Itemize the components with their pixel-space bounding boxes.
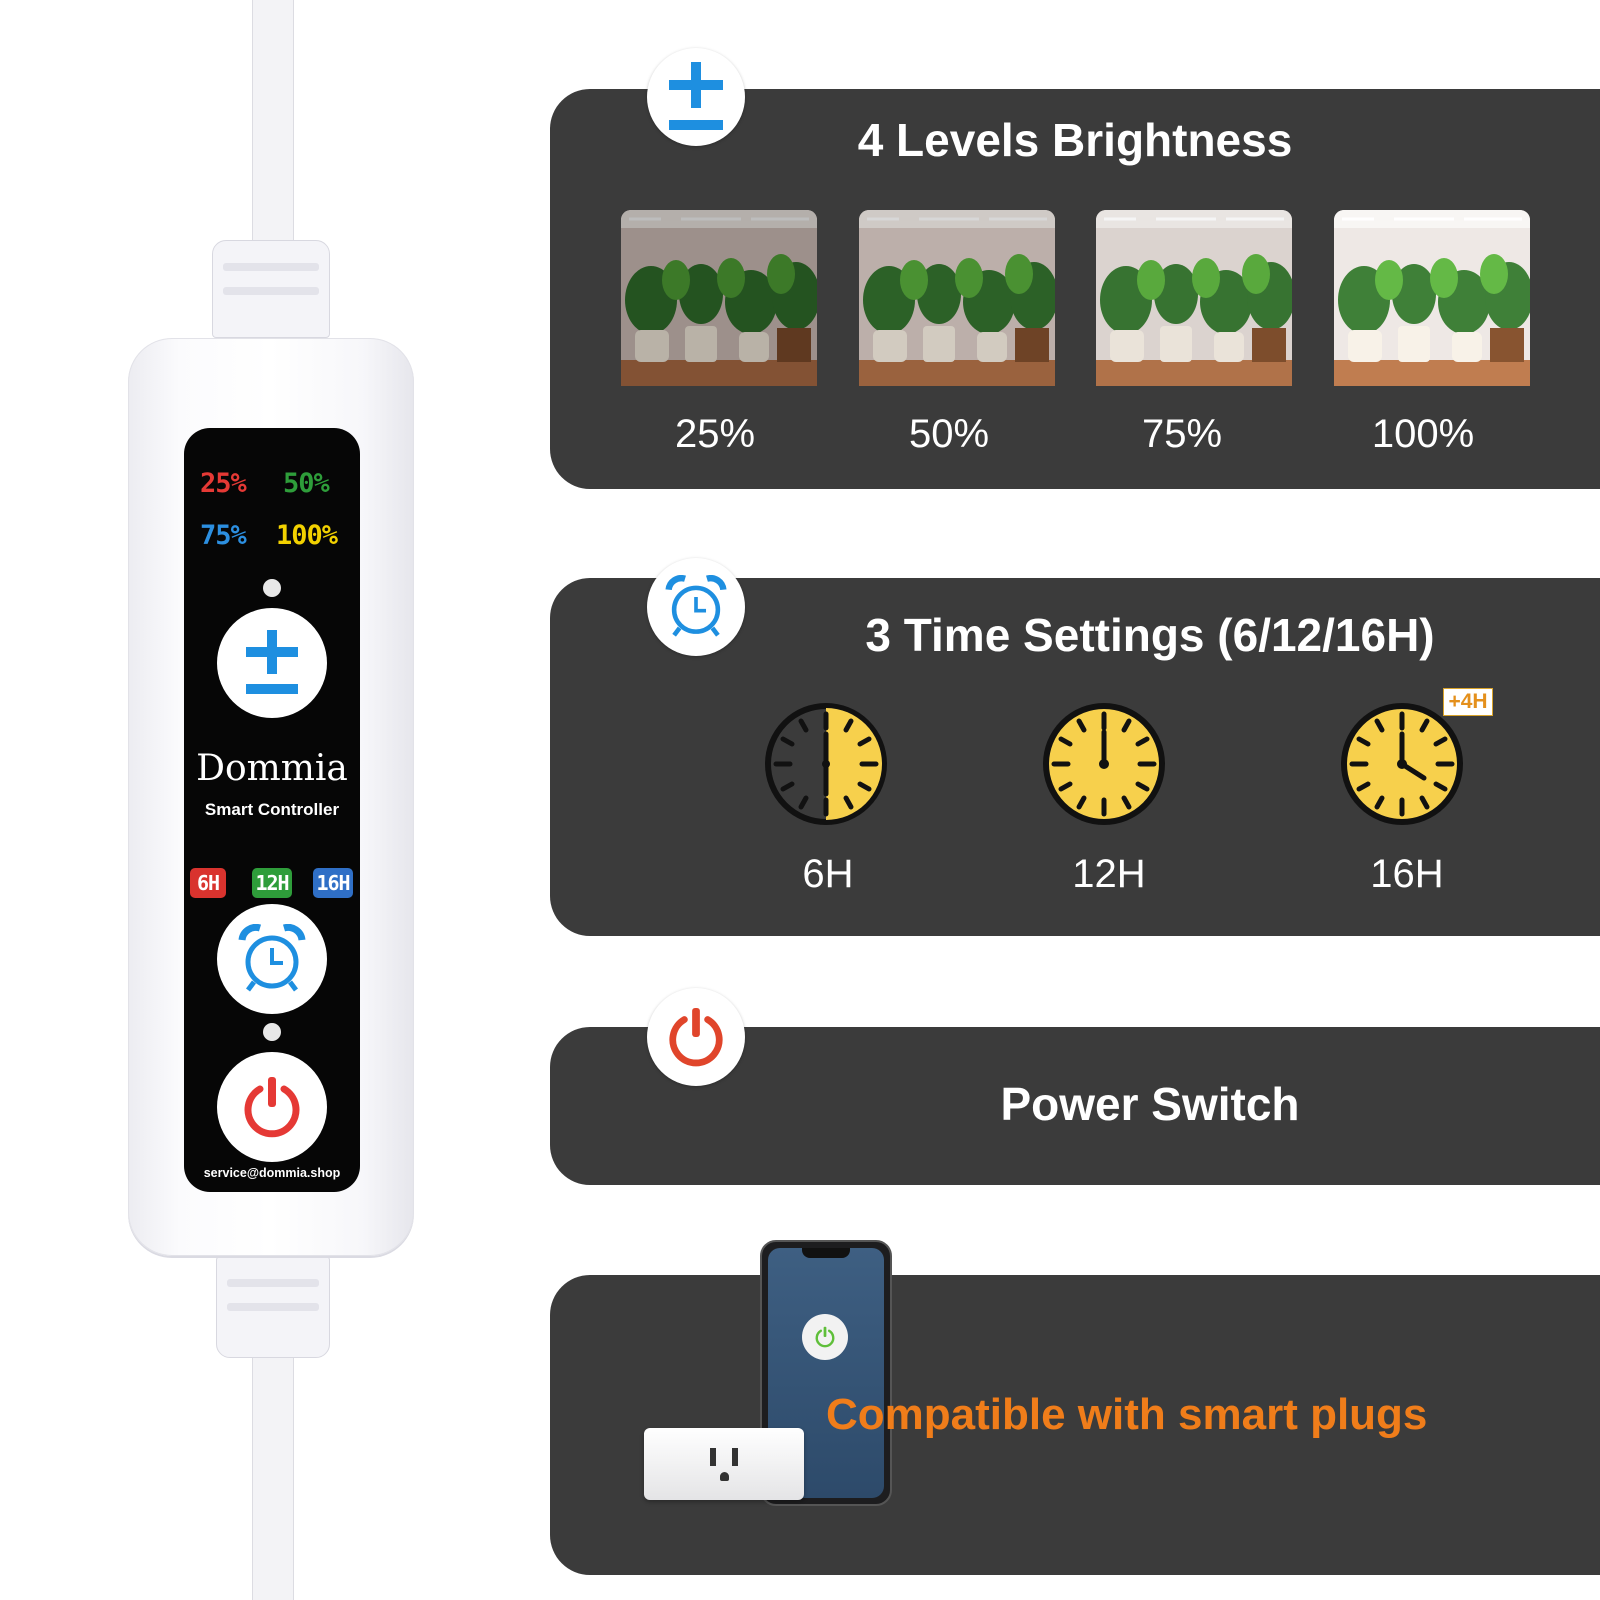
timer-badge: [647, 558, 745, 656]
timer-badge-16h: 16H: [313, 868, 353, 898]
plus-minus-icon: [669, 62, 723, 130]
phone-notch: [802, 1248, 850, 1258]
clock-6h-icon: [765, 703, 887, 825]
top-strain-relief: [212, 240, 330, 338]
bottom-cable: [252, 1350, 294, 1600]
alarm-clock-icon: [665, 575, 727, 637]
clock-16h-icon: [1341, 703, 1463, 825]
plug-ground-hole: [720, 1472, 729, 1481]
brightness-indicator-dot: [263, 579, 281, 597]
plus-minus-icon: [246, 630, 298, 694]
brand-subtitle: Smart Controller: [204, 800, 340, 819]
power-icon: [669, 1007, 723, 1067]
brightness-label-75: 75%: [1141, 412, 1223, 456]
bottom-strain-relief: [216, 1256, 330, 1358]
controller-level-75: 75%: [200, 520, 247, 551]
timer-label-6h: 6H: [802, 852, 854, 896]
power-button[interactable]: [217, 1052, 327, 1162]
controller-level-50: 50%: [283, 468, 330, 499]
plant-shelf-image: [621, 210, 817, 386]
clock-12h-icon: [1043, 703, 1165, 825]
brightness-photo-100: [1334, 210, 1530, 386]
timer-badge-12h: 12H: [252, 868, 292, 898]
smart-plug-title: Compatible with smart plugs: [826, 1390, 1428, 1439]
brightness-label-50: 50%: [908, 412, 990, 456]
brightness-photo-25: [621, 210, 817, 386]
timer-indicator-dot: [263, 1023, 281, 1041]
controller-level-100: 100%: [276, 520, 338, 551]
timer-button[interactable]: [217, 904, 327, 1014]
power-icon: [815, 1326, 835, 1348]
controller-level-25: 25%: [200, 468, 247, 499]
plug-slot-left: [710, 1448, 716, 1466]
power-title: Power Switch: [1000, 1078, 1300, 1130]
support-email: service@dommia.shop: [203, 1166, 341, 1180]
timer-badge-6h: 6H: [190, 868, 226, 898]
brightness-photo-75: [1096, 210, 1292, 386]
brightness-photo-50: [859, 210, 1055, 386]
timer-label-12h: 12H: [1072, 852, 1146, 896]
timer-label-16h: 16H: [1370, 852, 1444, 896]
power-icon: [244, 1077, 300, 1138]
extra-4h-label: +4H: [1443, 688, 1493, 716]
alarm-clock-icon: [238, 924, 306, 992]
brightness-title: 4 Levels Brightness: [857, 114, 1293, 166]
plug-slot-right: [732, 1448, 738, 1466]
timer-title: 3 Time Settings (6/12/16H): [865, 609, 1435, 661]
plant-shelf-image: [1334, 210, 1530, 386]
brightness-label-25: 25%: [674, 412, 756, 456]
smart-plug-image: [644, 1428, 804, 1500]
brightness-button[interactable]: [217, 608, 327, 718]
phone-power-button: [802, 1314, 848, 1360]
plant-shelf-image: [859, 210, 1055, 386]
top-cable: [252, 0, 294, 250]
brand-name: Dommia: [196, 748, 348, 789]
plant-shelf-image: [1096, 210, 1292, 386]
brightness-badge: [647, 48, 745, 146]
smart-plug-card: [550, 1275, 1600, 1575]
brightness-label-100: 100%: [1371, 412, 1475, 456]
power-badge: [647, 988, 745, 1086]
